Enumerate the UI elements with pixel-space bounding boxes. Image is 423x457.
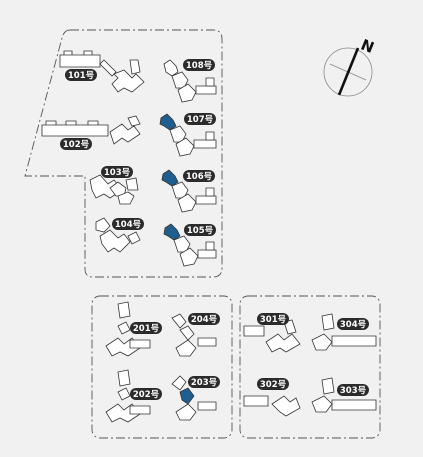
building-301[interactable] [243,319,301,353]
compass-ring [323,47,373,97]
label-201[interactable]: 201号 [130,322,162,334]
building-106[interactable] [161,169,217,213]
zone-100-boundary [24,29,223,278]
label-204-badge [188,313,220,325]
zone-200-boundary [91,295,233,439]
label-104[interactable]: 104号 [112,218,144,230]
building-204[interactable] [171,313,217,357]
label-102-badge [60,138,92,150]
label-301-text: 301号 [260,315,287,325]
building-107[interactable] [159,113,217,157]
compass-north-letter: N [358,36,376,57]
label-101[interactable]: 101号 [65,69,97,81]
label-102[interactable]: 102号 [60,138,92,150]
label-302[interactable]: 302号 [257,378,289,390]
label-303-text: 303号 [340,386,367,396]
building-304[interactable] [311,313,377,351]
label-301[interactable]: 301号 [257,313,289,325]
label-203-badge [188,376,220,388]
label-301-badge [257,313,289,325]
building-203[interactable] [171,375,217,421]
building-108[interactable] [163,59,217,103]
label-102-text: 102号 [63,140,90,150]
compass-needle-icon [337,47,360,96]
label-303-badge [337,384,369,396]
building-103[interactable] [89,174,139,205]
zone-300-boundary [239,295,381,439]
building-104[interactable] [95,217,141,253]
label-103-badge [101,166,133,178]
label-202[interactable]: 202号 [130,388,162,400]
building-201[interactable] [105,301,151,357]
label-201-badge [130,322,162,334]
label-101-text: 101号 [68,71,95,81]
building-105[interactable] [163,223,217,267]
label-105-text: 105号 [187,226,214,236]
label-108-text: 108号 [186,61,213,71]
label-103[interactable]: 103号 [101,166,133,178]
label-202-text: 202号 [133,390,160,400]
compass: N [323,36,377,97]
label-104-text: 104号 [115,220,142,230]
label-302-badge [257,378,289,390]
label-105-badge [184,224,216,236]
label-103-text: 103号 [104,168,131,178]
label-304-badge [337,318,369,330]
label-304-text: 304号 [340,320,367,330]
building-102[interactable] [41,115,141,145]
label-201-text: 201号 [133,324,160,334]
label-107[interactable]: 107号 [184,113,216,125]
label-106[interactable]: 106号 [183,170,215,182]
label-203[interactable]: 203号 [188,376,220,388]
label-105[interactable]: 105号 [184,224,216,236]
building-101[interactable] [59,50,145,93]
label-108[interactable]: 108号 [183,59,215,71]
label-203-text: 203号 [191,378,218,388]
building-202[interactable] [105,369,151,423]
building-302[interactable] [243,395,301,417]
label-101-badge [65,69,97,81]
label-302-text: 302号 [260,380,287,390]
building-303[interactable] [311,377,377,413]
label-106-badge [183,170,215,182]
label-108-badge [183,59,215,71]
label-202-badge [130,388,162,400]
label-204-text: 204号 [191,315,218,325]
label-107-text: 107号 [187,115,214,125]
label-304[interactable]: 304号 [337,318,369,330]
label-107-badge [184,113,216,125]
label-104-badge [112,218,144,230]
label-303[interactable]: 303号 [337,384,369,396]
label-106-text: 106号 [186,172,213,182]
label-204[interactable]: 204号 [188,313,220,325]
